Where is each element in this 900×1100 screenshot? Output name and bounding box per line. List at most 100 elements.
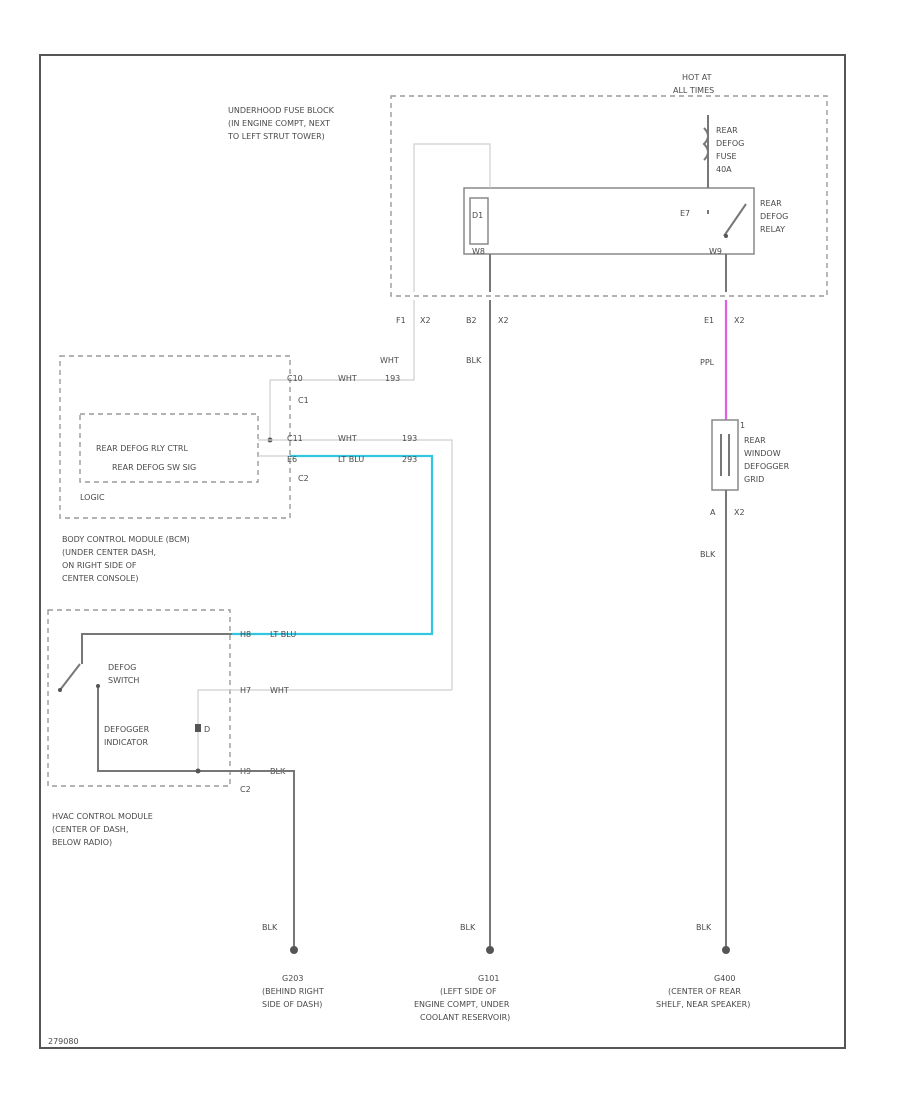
conn-b2-label: B2 bbox=[466, 316, 477, 325]
hvac-label-1: HVAC CONTROL MODULE bbox=[52, 812, 153, 821]
wire-c11-circuit: 193 bbox=[402, 434, 417, 443]
conn-f1-x2-label: X2 bbox=[420, 316, 431, 325]
grid-label-2: WINDOW bbox=[744, 449, 781, 458]
pin-w9-label: W9 bbox=[709, 247, 722, 256]
conn-e1-label: E1 bbox=[704, 316, 714, 325]
grid-label-4: GRID bbox=[744, 475, 764, 484]
ground-right-desc-1: (CENTER OF REAR bbox=[668, 987, 741, 996]
wire-c10 bbox=[269, 300, 415, 440]
bcm-ctrl-label: REAR DEFOG RLY CTRL bbox=[96, 444, 188, 453]
fuse-block-label-2: (IN ENGINE COMPT, NEXT bbox=[228, 119, 330, 128]
bcm-label-3: ON RIGHT SIDE OF bbox=[62, 561, 137, 570]
grid-label-1: REAR bbox=[744, 436, 766, 445]
pin-c11-label: C11 bbox=[287, 434, 303, 443]
fuse-element bbox=[702, 127, 709, 161]
defogger-indicator bbox=[195, 724, 201, 732]
pin-h7-label: H7 bbox=[240, 686, 251, 695]
hot-at-label-1: HOT AT bbox=[682, 73, 712, 82]
ground-right-icon bbox=[722, 946, 730, 954]
indicator-junction bbox=[195, 768, 201, 774]
wire-c11-color: WHT bbox=[338, 434, 357, 443]
conn-c1-label: C1 bbox=[298, 396, 309, 405]
bcm-logic-label: LOGIC bbox=[80, 493, 105, 502]
rear-window-defogger-grid bbox=[711, 419, 739, 491]
conn-e1-x2-label: X2 bbox=[734, 316, 745, 325]
center-blk-label: BLK bbox=[466, 356, 482, 365]
ground-left-desc-1: (BEHIND RIGHT bbox=[262, 987, 324, 996]
ground-right-wire-label: BLK bbox=[696, 923, 712, 932]
pin-e7-label: E7 bbox=[680, 209, 690, 218]
pin-h8-label: H8 bbox=[240, 630, 251, 639]
bcm-label-1: BODY CONTROL MODULE (BCM) bbox=[62, 535, 190, 544]
defogger-indicator-label-1: DEFOGGER bbox=[104, 725, 150, 734]
coil-feed-wire bbox=[413, 143, 491, 292]
hvac-label-2: (CENTER OF DASH, bbox=[52, 825, 128, 834]
conn-f1-label: F1 bbox=[396, 316, 406, 325]
ground-center-id: G101 bbox=[478, 974, 499, 983]
defogger-indicator-label-2: INDICATOR bbox=[104, 738, 148, 747]
pin-e6-label: E6 bbox=[287, 455, 297, 464]
defog-switch-label-1: DEFOG bbox=[108, 663, 136, 672]
conn-c2-label: C2 bbox=[298, 474, 309, 483]
fuse-label-1: REAR bbox=[716, 126, 738, 135]
relay-label-1: REAR bbox=[760, 199, 782, 208]
ground-left-id: G203 bbox=[282, 974, 303, 983]
rear-defog-relay bbox=[463, 187, 755, 255]
hvac-boundary bbox=[47, 609, 231, 787]
fuse-block-label-3: TO LEFT STRUT TOWER) bbox=[227, 132, 325, 141]
grid-conn-label: X2 bbox=[734, 508, 745, 517]
wire-c10-color: WHT bbox=[338, 374, 357, 383]
bcm-label-4: CENTER CONSOLE) bbox=[62, 574, 139, 583]
pin-w8-label: W8 bbox=[472, 247, 485, 256]
ground-center-icon bbox=[486, 946, 494, 954]
pin-c10-label: C10 bbox=[287, 374, 303, 383]
relay-coil bbox=[469, 197, 489, 245]
ground-center-desc-1: (LEFT SIDE OF bbox=[440, 987, 497, 996]
bcm-logic-boundary bbox=[79, 413, 259, 483]
ground-right-desc-2: SHELF, NEAR SPEAKER) bbox=[656, 1000, 750, 1009]
wire-h7-color: WHT bbox=[270, 686, 289, 695]
hvac-label-3: BELOW RADIO) bbox=[52, 838, 112, 847]
defog-switch-ground-dot bbox=[96, 684, 100, 688]
grid-pin-a-label: A bbox=[710, 508, 716, 517]
grid-blk-label: BLK bbox=[700, 550, 716, 559]
diagram-code: 279080 bbox=[48, 1037, 79, 1046]
fuse-label-2: DEFOG bbox=[716, 139, 744, 148]
grid-pin-top-label: 1 bbox=[740, 421, 745, 430]
fuse-label-4: 40A bbox=[716, 165, 732, 174]
wire-c10-circuit: 193 bbox=[385, 374, 400, 383]
fuse-block-label-1: UNDERHOOD FUSE BLOCK bbox=[228, 106, 335, 115]
diagram-frame bbox=[39, 54, 846, 1049]
wire-c11 bbox=[258, 439, 453, 690]
relay-switch-contact bbox=[707, 203, 747, 237]
ground-center-desc-2: ENGINE COMPT, UNDER bbox=[414, 1000, 510, 1009]
defog-switch-label-2: SWITCH bbox=[108, 676, 139, 685]
ground-center-wire-label: BLK bbox=[460, 923, 476, 932]
wire-e6-circuit: 293 bbox=[402, 455, 417, 464]
grid-label-3: DEFOGGER bbox=[744, 462, 790, 471]
hvac-ground-wire bbox=[232, 770, 295, 948]
wire-h8-color: LT BLU bbox=[270, 630, 296, 639]
bcm-boundary bbox=[59, 355, 291, 519]
relay-label-2: DEFOG bbox=[760, 212, 788, 221]
ground-left-wire-label: BLK bbox=[262, 923, 278, 932]
wire-top-label: WHT bbox=[380, 356, 399, 365]
defog-switch-blade bbox=[59, 663, 81, 691]
indicator-ground bbox=[97, 686, 232, 772]
wire-ppl-label: PPL bbox=[700, 358, 715, 367]
ground-right-id: G400 bbox=[714, 974, 735, 983]
bcm-label-2: (UNDER CENTER DASH, bbox=[62, 548, 156, 557]
bcm-sig-label: REAR DEFOG SW SIG bbox=[112, 463, 196, 472]
grid-element bbox=[720, 434, 730, 476]
ground-center-desc-3: COOLANT RESERVOIR) bbox=[420, 1013, 510, 1022]
ground-left-icon bbox=[290, 946, 298, 954]
hvac-conn-label: C2 bbox=[240, 785, 251, 794]
hot-at-label-2: ALL TIMES bbox=[673, 86, 714, 95]
fuse-block-boundary bbox=[390, 95, 828, 297]
wire-h7 bbox=[197, 689, 452, 771]
relay-contact-point bbox=[724, 234, 728, 238]
fuse-label-3: FUSE bbox=[716, 152, 737, 161]
conn-b2-x2-label: X2 bbox=[498, 316, 509, 325]
relay-label-3: RELAY bbox=[760, 225, 785, 234]
